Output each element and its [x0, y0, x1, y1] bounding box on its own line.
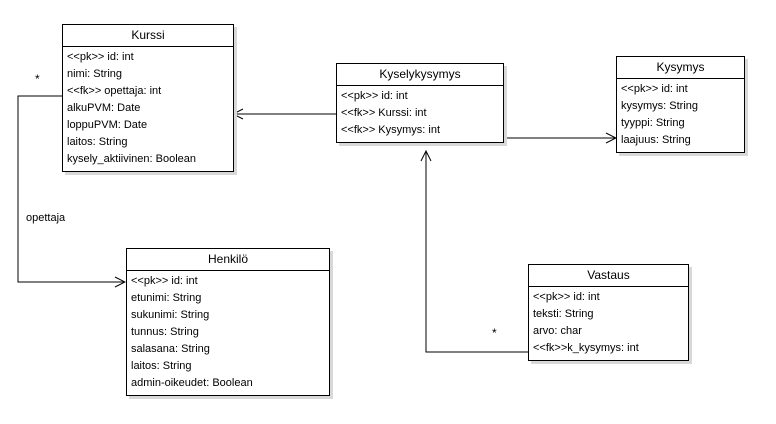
assoc-vastaus-kyselykysymys [426, 151, 528, 353]
attribute: loppuPVM: Date [67, 119, 148, 131]
attribute: nimi: String [67, 68, 123, 80]
class-vastaus-name: Vastaus [529, 265, 688, 287]
attribute: salasana: String [131, 343, 210, 355]
class-henkilo-name: Henkilö [127, 249, 329, 271]
attribute: teksti: String [533, 308, 594, 320]
attribute: tyyppi: String [621, 117, 685, 129]
attribute: <<fk>>k_kysymys: int [533, 342, 639, 354]
class-kysymys[interactable]: Kysymys <<pk>> id: int kysymys: String t… [616, 56, 745, 153]
class-henkilo-attributes: <<pk>> id: int etunimi: String sukunimi:… [127, 271, 329, 395]
class-kurssi-name: Kurssi [63, 25, 233, 47]
attribute: <<pk>> id: int [67, 51, 134, 63]
attribute: laitos: String [67, 136, 128, 148]
attribute: <<fk>> Kysymys: int [341, 124, 441, 136]
attribute: <<pk>> id: int [621, 83, 688, 95]
class-kysymys-name: Kysymys [617, 57, 744, 79]
class-kyselykysymys-name: Kyselykysymys [337, 64, 503, 86]
attribute: laajuus: String [621, 134, 691, 146]
attribute: kysely_aktiivinen: Boolean [67, 153, 197, 165]
attribute: admin-oikeudet: Boolean [131, 377, 253, 389]
attribute: laitos: String [131, 360, 192, 372]
attribute: <<pk>> id: int [131, 275, 198, 287]
class-kurssi-attributes: <<pk>> id: int nimi: String <<fk>> opett… [63, 47, 233, 171]
class-kyselykysymys-attributes: <<pk>> id: int <<fk>> Kurssi: int <<fk>>… [337, 86, 503, 142]
attribute: <<fk>> Kurssi: int [341, 107, 427, 119]
class-kysymys-attributes: <<pk>> id: int kysymys: String tyyppi: S… [617, 79, 744, 152]
attribute: <<fk>> opettaja: int [67, 85, 162, 97]
assoc-kurssi-henkilo [17, 95, 125, 282]
attribute: <<pk>> id: int [533, 291, 600, 303]
attribute: kysymys: String [621, 100, 699, 112]
attribute: tunnus: String [131, 326, 199, 338]
attribute: alkuPVM: Date [67, 102, 141, 114]
class-vastaus-attributes: <<pk>> id: int teksti: String arvo: char… [529, 287, 688, 360]
attribute: arvo: char [533, 325, 582, 337]
multiplicity-kurssi: * [35, 72, 40, 86]
attribute: <<pk>> id: int [341, 90, 408, 102]
role-label-opettaja: opettaja [26, 212, 66, 224]
attribute: etunimi: String [131, 292, 202, 304]
class-kurssi[interactable]: Kurssi <<pk>> id: int nimi: String <<fk>… [62, 24, 234, 172]
multiplicity-vastaus: * [492, 326, 497, 340]
class-henkilo[interactable]: Henkilö <<pk>> id: int etunimi: String s… [126, 248, 330, 396]
class-vastaus[interactable]: Vastaus <<pk>> id: int teksti: String ar… [528, 264, 689, 361]
attribute: sukunimi: String [131, 309, 210, 321]
class-kyselykysymys[interactable]: Kyselykysymys <<pk>> id: int <<fk>> Kurs… [336, 63, 504, 143]
